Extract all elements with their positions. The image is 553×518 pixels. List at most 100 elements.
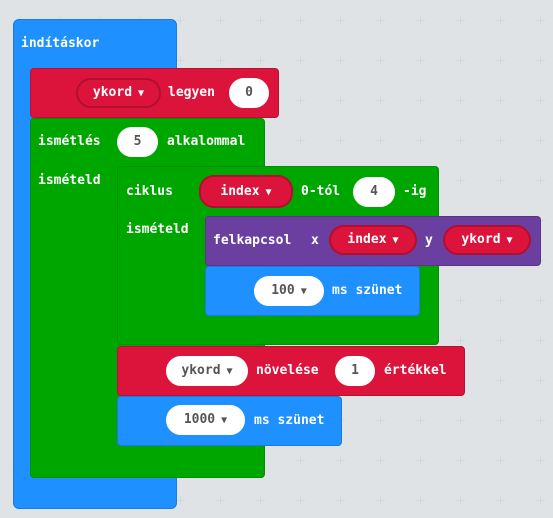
grid-plus-icon <box>416 136 425 145</box>
grid-plus-icon <box>256 496 265 505</box>
grid-plus-icon <box>296 136 305 145</box>
grid-plus-icon <box>496 416 505 425</box>
grid-plus-icon <box>256 16 265 25</box>
change-value-field[interactable]: 1 <box>335 356 375 386</box>
grid-plus-icon <box>336 56 345 65</box>
grid-plus-icon <box>496 16 505 25</box>
caret-down-icon: ▼ <box>138 88 145 99</box>
for-to-value-field[interactable]: 4 <box>353 177 395 207</box>
caret-down-icon: ▼ <box>265 187 272 198</box>
change-variable-dropdown[interactable]: ykord ▼ <box>166 356 248 386</box>
grid-plus-icon <box>456 456 465 465</box>
grid-plus-icon <box>376 416 385 425</box>
for-variable-dropdown[interactable]: index ▼ <box>199 175 293 208</box>
grid-plus-icon <box>456 136 465 145</box>
change-keyword: növelése <box>256 363 319 378</box>
grid-plus-icon <box>296 456 305 465</box>
grid-plus-icon <box>536 136 545 145</box>
repeat-times-keyword: alkalommal <box>167 134 246 149</box>
plot-x-variable: index <box>347 232 387 247</box>
pause-inner-label: ms szünet <box>332 283 403 298</box>
grid-plus-icon <box>496 56 505 65</box>
grid-plus-icon <box>416 496 425 505</box>
grid-plus-icon <box>376 96 385 105</box>
plot-y-dropdown[interactable]: ykord ▼ <box>443 225 531 255</box>
grid-plus-icon <box>176 16 185 25</box>
grid-plus-icon <box>376 16 385 25</box>
grid-plus-icon <box>256 56 265 65</box>
grid-plus-icon <box>496 376 505 385</box>
caret-down-icon: ▼ <box>300 286 307 297</box>
grid-plus-icon <box>496 496 505 505</box>
grid-plus-icon <box>416 56 425 65</box>
grid-plus-icon <box>456 336 465 345</box>
for-variable-name: index <box>220 184 260 199</box>
grid-plus-icon <box>336 136 345 145</box>
grid-plus-icon <box>536 496 545 505</box>
grid-plus-icon <box>216 56 225 65</box>
grid-plus-icon <box>216 496 225 505</box>
grid-plus-icon <box>496 296 505 305</box>
for-do-label: ismételd <box>126 222 189 237</box>
grid-plus-icon <box>296 56 305 65</box>
grid-plus-icon <box>536 56 545 65</box>
grid-plus-icon <box>376 56 385 65</box>
grid-plus-icon <box>336 456 345 465</box>
grid-plus-icon <box>496 136 505 145</box>
set-value-field[interactable]: 0 <box>229 78 269 108</box>
grid-plus-icon <box>416 16 425 25</box>
change-variable-name: ykord <box>181 363 221 378</box>
grid-plus-icon <box>336 96 345 105</box>
plot-x-label: x <box>311 233 319 248</box>
grid-plus-icon <box>456 96 465 105</box>
grid-plus-icon <box>296 496 305 505</box>
grid-plus-icon <box>336 496 345 505</box>
plot-keyword: felkapcsol <box>213 233 292 248</box>
plot-y-variable: ykord <box>461 232 501 247</box>
grid-plus-icon <box>456 56 465 65</box>
grid-plus-icon <box>296 16 305 25</box>
pause-inner-dropdown[interactable]: 100 ▼ <box>254 276 324 306</box>
pause-outer-dropdown[interactable]: 1000 ▼ <box>166 405 245 435</box>
grid-plus-icon <box>536 296 545 305</box>
set-variable-dropdown[interactable]: ykord▼ <box>76 78 161 108</box>
grid-plus-icon <box>456 416 465 425</box>
grid-plus-icon <box>536 176 545 185</box>
grid-plus-icon <box>536 456 545 465</box>
change-suffix: értékkel <box>384 363 447 378</box>
grid-plus-icon <box>376 496 385 505</box>
repeat-do-label: ismételd <box>38 173 101 188</box>
grid-plus-icon <box>416 456 425 465</box>
repeat-count-field[interactable]: 5 <box>117 127 158 157</box>
grid-plus-icon <box>496 456 505 465</box>
caret-down-icon: ▼ <box>506 235 513 246</box>
grid-plus-icon <box>176 56 185 65</box>
caret-down-icon: ▼ <box>221 415 228 426</box>
pause-inner-value: 100 <box>271 283 295 298</box>
caret-down-icon: ▼ <box>392 235 399 246</box>
grid-plus-icon <box>296 96 305 105</box>
pause-outer-label: ms szünet <box>254 413 325 428</box>
grid-plus-icon <box>536 416 545 425</box>
grid-plus-icon <box>456 496 465 505</box>
grid-plus-icon <box>456 16 465 25</box>
grid-plus-icon <box>536 96 545 105</box>
pause-outer-value: 1000 <box>183 412 216 427</box>
repeat-keyword: ismétlés <box>38 134 101 149</box>
grid-plus-icon <box>496 96 505 105</box>
caret-down-icon: ▼ <box>226 366 233 377</box>
plot-x-dropdown[interactable]: index ▼ <box>329 225 417 255</box>
for-keyword: ciklus <box>126 184 173 199</box>
grid-plus-icon <box>416 416 425 425</box>
grid-plus-icon <box>536 336 545 345</box>
grid-plus-icon <box>376 456 385 465</box>
for-to-label: -ig <box>403 184 427 199</box>
plot-y-label: y <box>425 233 433 248</box>
grid-plus-icon <box>376 136 385 145</box>
grid-plus-icon <box>216 16 225 25</box>
grid-plus-icon <box>176 496 185 505</box>
grid-plus-icon <box>496 176 505 185</box>
grid-plus-icon <box>536 376 545 385</box>
grid-plus-icon <box>496 336 505 345</box>
grid-plus-icon <box>456 296 465 305</box>
